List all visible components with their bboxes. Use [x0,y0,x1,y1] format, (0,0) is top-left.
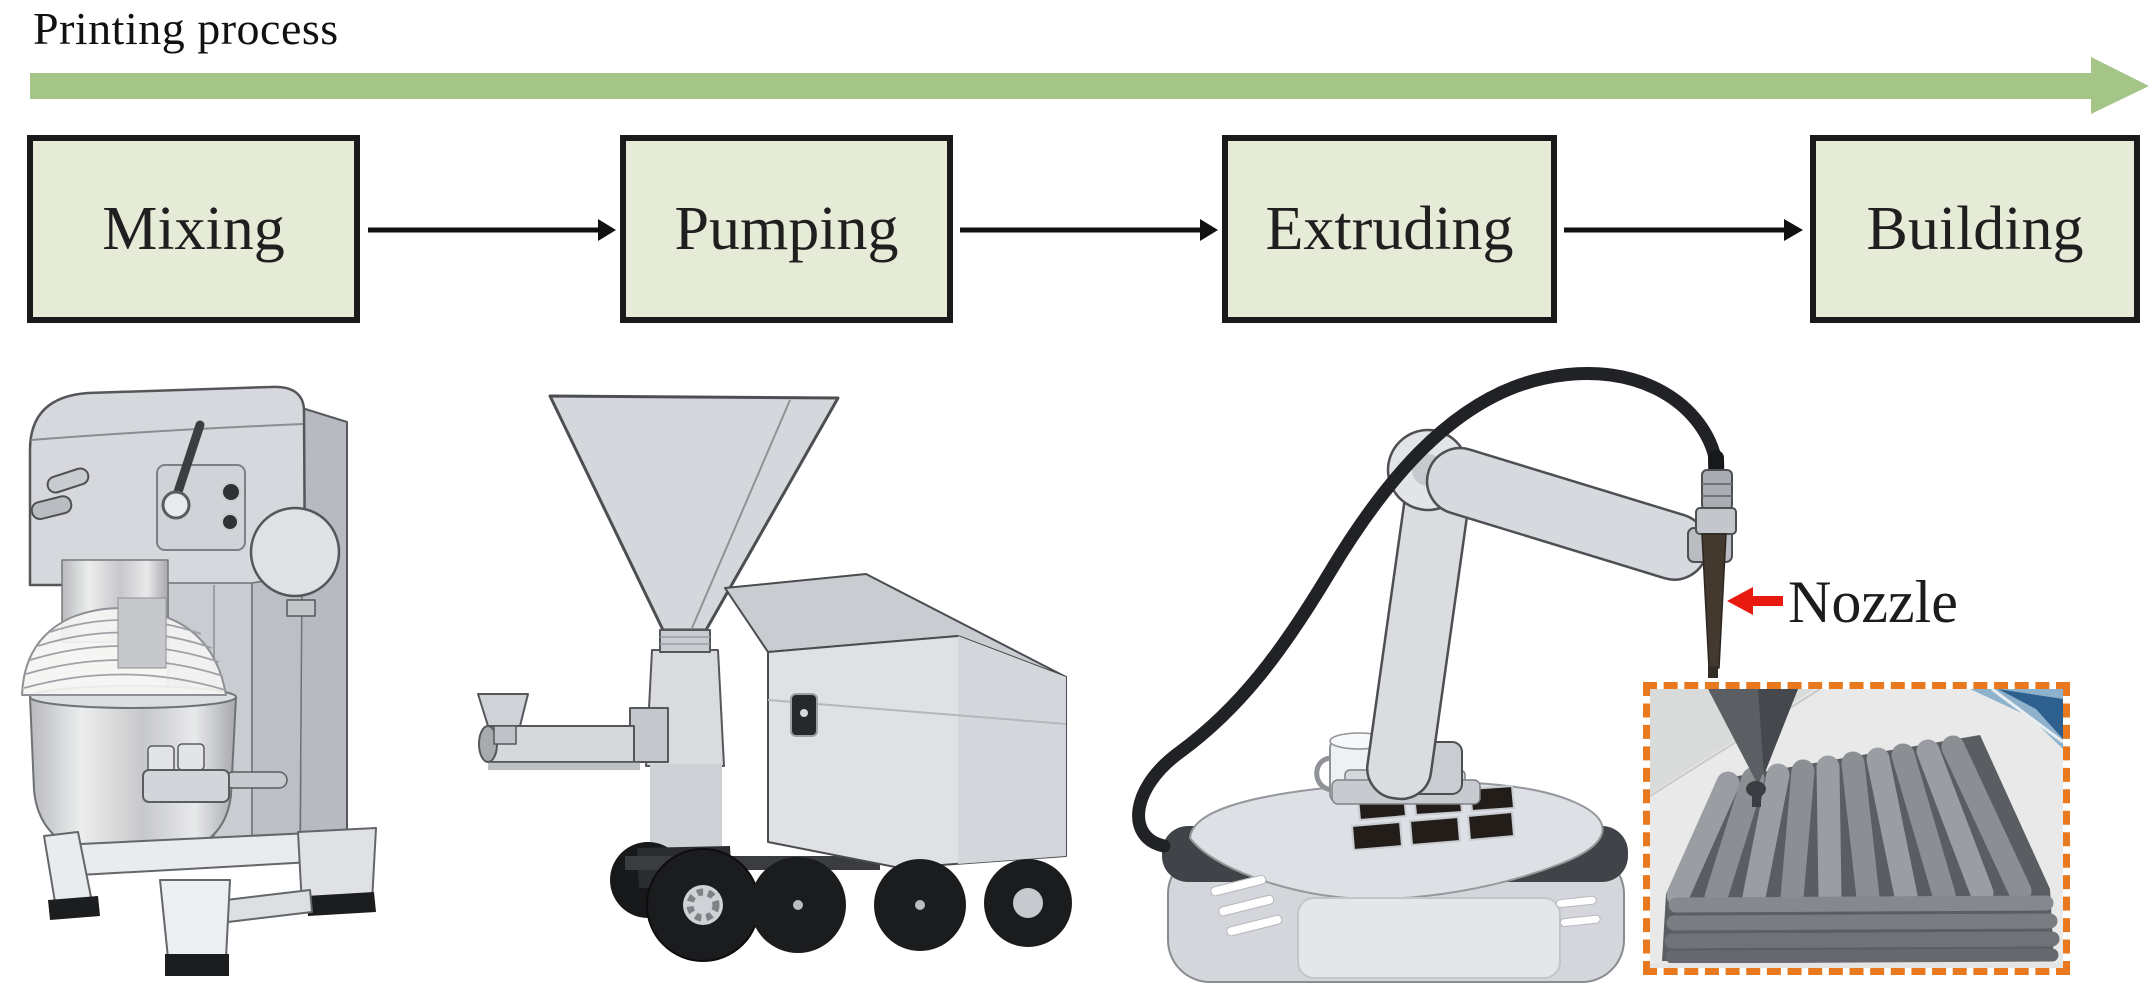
flow-arrow-3-head-icon [1784,219,1803,241]
robot-mobile-base [1162,780,1628,983]
photo-cone-nozzle [1708,689,1798,807]
robotic-arm-extruder-illustration [1132,367,1783,983]
flow-arrow-1-head-icon [598,219,616,241]
nozzle-pointer-arrow-icon [1727,587,1783,615]
pump-cabinet [724,573,1067,869]
nozzle-annotation-label: Nozzle [1788,569,1958,635]
planetary-mixer-illustration [21,385,377,976]
timeline-arrowhead-icon [2091,57,2149,114]
step-label: Extruding [1265,194,1514,263]
mixer-bowl-guard [21,597,227,696]
step-box-pumping: Pumping [620,135,953,323]
timeline-arrow [30,57,2149,114]
step-label: Pumping [674,194,899,263]
nozzle-tip [1701,533,1727,669]
mixer-button [221,482,241,502]
mixer-side-wheel [249,506,341,598]
hose-connector [1701,469,1733,511]
flow-arrows [368,219,1803,241]
printed-concrete-layers-photo [1650,689,2063,968]
printed-layers-inset [1643,682,2070,975]
step-box-mixing: Mixing [27,135,360,323]
mixer-stand [43,827,377,976]
mixer-button [221,513,239,531]
printed-front-layers [1664,895,2060,964]
step-label: Mixing [102,194,285,263]
mixer-timer-lever [171,420,205,503]
pump-outlet-spout [477,693,529,727]
step-box-extruding: Extruding [1222,135,1557,323]
robot-forearm-link [1425,446,1709,581]
printed-ridges [1666,735,2032,910]
pump-wheels [646,848,1072,962]
step-box-building: Building [1810,135,2140,323]
page-title: Printing process [33,3,339,54]
timeline-arrow-bar [30,73,2093,99]
step-label: Building [1866,194,2084,263]
hopper-pump-cart-illustration [477,394,1072,962]
feed-hose [1132,367,1723,853]
flow-arrow-2-head-icon [1200,219,1218,241]
